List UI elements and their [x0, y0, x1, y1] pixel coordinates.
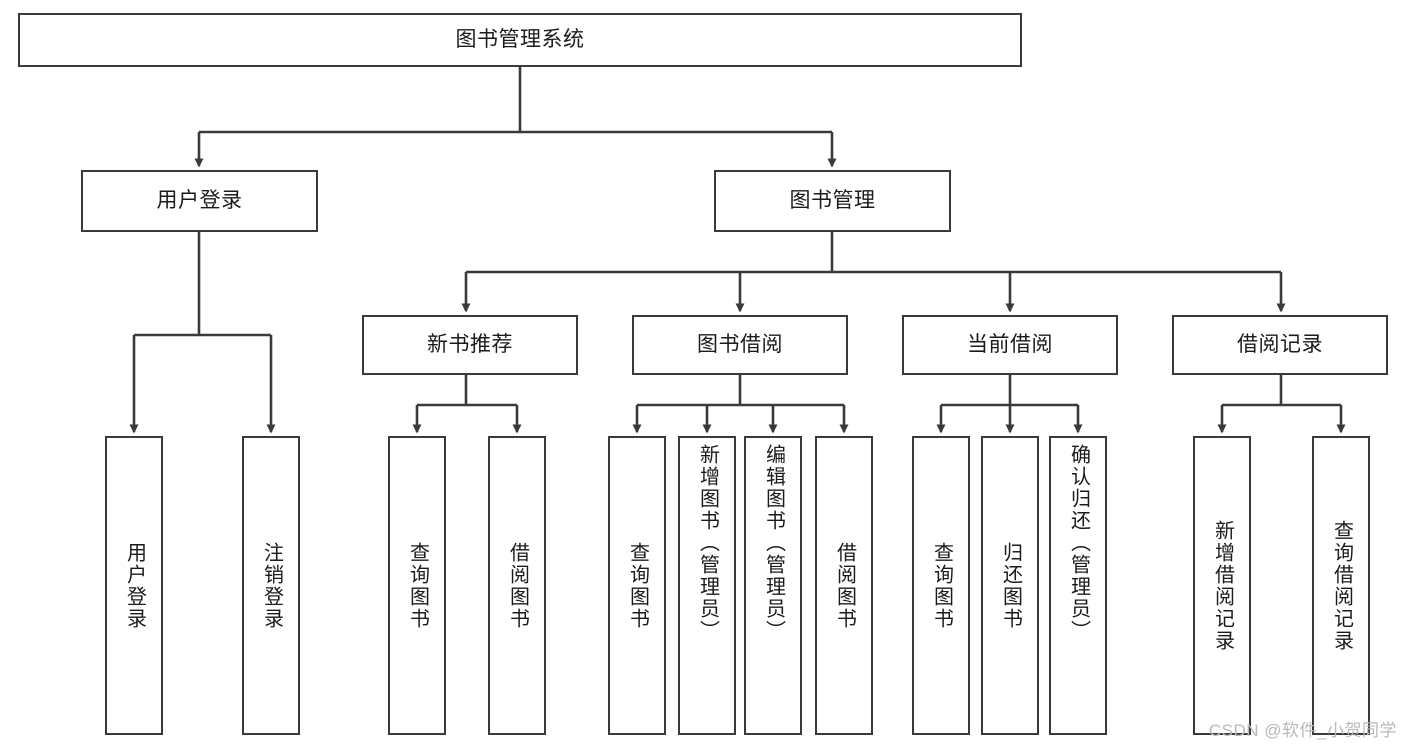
leaf-user-login-signin[interactable]: 用户登录: [105, 436, 163, 735]
node-label: 确认归还（管理员）: [1067, 444, 1090, 642]
node-label: 查询图书: [626, 541, 649, 630]
node-label: 借阅图书: [506, 541, 529, 630]
leaf-borrow-query-book[interactable]: 查询图书: [608, 436, 666, 735]
node-label: 归还图书: [999, 541, 1022, 630]
node-borrow-record[interactable]: 借阅记录: [1172, 315, 1388, 375]
node-book-borrow[interactable]: 图书借阅: [632, 315, 848, 375]
node-label: 新书推荐: [427, 332, 513, 356]
leaf-user-login-logout[interactable]: 注销登录: [242, 436, 300, 735]
leaf-record-query-record[interactable]: 查询借阅记录: [1312, 436, 1370, 735]
node-label: 图书借阅: [697, 332, 783, 356]
node-label: 借阅记录: [1237, 332, 1323, 356]
node-new-book-recommend[interactable]: 新书推荐: [362, 315, 578, 375]
leaf-borrow-borrow-book[interactable]: 借阅图书: [815, 436, 873, 735]
node-label: 查询借阅记录: [1330, 519, 1353, 652]
node-label: 用户登录: [156, 188, 243, 212]
node-label: 查询图书: [930, 541, 953, 630]
node-label: 图书管理系统: [455, 27, 585, 51]
node-book-management[interactable]: 图书管理: [714, 170, 951, 232]
node-label: 编辑图书（管理员）: [762, 444, 785, 642]
node-label: 当前借阅: [967, 332, 1053, 356]
leaf-current-query-book[interactable]: 查询图书: [912, 436, 970, 735]
leaf-borrow-add-book-admin[interactable]: 新增图书（管理员）: [678, 436, 736, 735]
node-label: 借阅图书: [833, 541, 856, 630]
node-current-borrow[interactable]: 当前借阅: [902, 315, 1118, 375]
leaf-record-add-record[interactable]: 新增借阅记录: [1193, 436, 1251, 735]
leaf-current-return-book[interactable]: 归还图书: [981, 436, 1039, 735]
node-label: 图书管理: [789, 188, 876, 212]
watermark-text: CSDN @软件_小贺同学: [1208, 721, 1397, 740]
node-root-system[interactable]: 图书管理系统: [18, 13, 1022, 67]
node-user-login[interactable]: 用户登录: [81, 170, 318, 232]
node-label: 查询图书: [406, 541, 429, 630]
leaf-recommend-borrow-book[interactable]: 借阅图书: [488, 436, 546, 735]
leaf-current-confirm-return-admin[interactable]: 确认归还（管理员）: [1049, 436, 1107, 735]
leaf-borrow-edit-book-admin[interactable]: 编辑图书（管理员）: [744, 436, 802, 735]
node-label: 用户登录: [123, 541, 146, 630]
leaf-recommend-query-book[interactable]: 查询图书: [388, 436, 446, 735]
node-label: 新增图书（管理员）: [696, 444, 719, 642]
node-label: 注销登录: [260, 541, 283, 630]
node-label: 新增借阅记录: [1211, 519, 1234, 652]
